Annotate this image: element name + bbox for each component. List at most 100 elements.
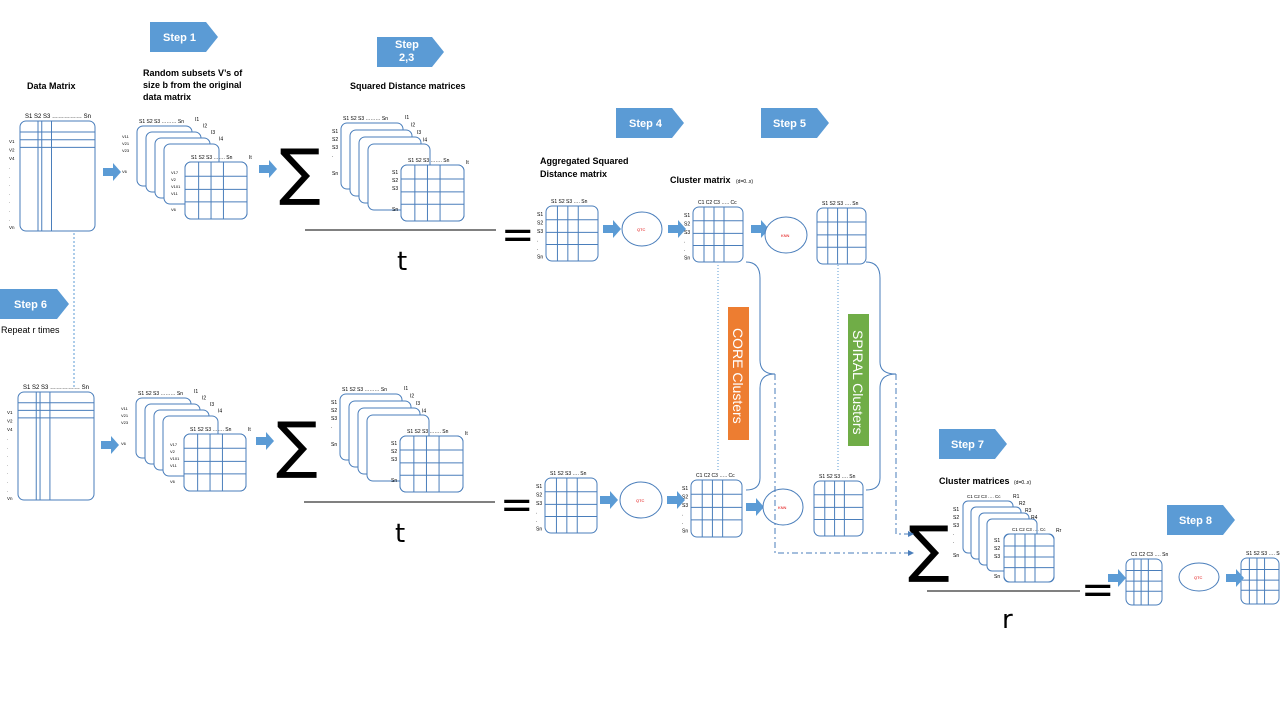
sq-row-label: S2: [331, 408, 337, 414]
subset-front-grid: [183, 433, 247, 492]
cm-front-header: C1 C2 C3 …. Cc: [1012, 527, 1046, 532]
sq-front-grid: [400, 164, 465, 222]
matrix-border: [399, 435, 464, 493]
core-clusters-bar: CORE Clusters: [728, 307, 749, 440]
data-matrix-row-label: V1: [9, 139, 15, 144]
matrix-header: S1 S2 S3 …. Sn: [822, 201, 859, 207]
data-matrix-row-label: .: [7, 487, 8, 492]
subset-row-label: V6: [170, 479, 176, 484]
step-1-label: Step 1: [163, 32, 196, 44]
repeat-label: Repeat r times: [1, 325, 60, 335]
step-5-badge: Step 5: [761, 108, 829, 138]
data-matrix-row-label: .: [9, 216, 10, 221]
data-matrix-row-label: .: [7, 479, 8, 484]
cluster-matrix-subscript: (d=0..x): [736, 179, 753, 185]
cluster-matrix-title: Cluster matrix: [670, 175, 731, 185]
subset-row-label: V11: [121, 406, 129, 411]
data-matrix-row-label: .: [9, 165, 10, 170]
final-cluster-matrix: C1 C2 C3 …. Sn: [1125, 552, 1168, 606]
matrix-row-label: S3: [537, 229, 543, 235]
matrix-row-label: .: [536, 510, 537, 516]
data-matrix-row-label: .: [7, 444, 8, 449]
knn-node-bottom: KNN: [762, 488, 804, 526]
sq-front-header: S1 S2 S3 ……. Sn: [407, 429, 449, 435]
subset-iteration-label: I1: [194, 389, 198, 395]
cm-row-label: S2: [994, 546, 1000, 552]
aggregated-title-line1: Aggregated Squared: [540, 156, 629, 166]
data-matrix-row-label: V4: [7, 427, 13, 432]
sq-row-label: S1: [332, 129, 338, 135]
random-subsets-title-line1: Random subsets V’s of: [143, 68, 243, 78]
subset-iteration-label: I4: [219, 137, 223, 143]
matrix-row-label: .: [684, 247, 685, 253]
r-denominator: r: [1002, 605, 1013, 635]
subset-row-label: V2: [171, 177, 177, 182]
matrix-grid: [545, 205, 599, 262]
matrix-border: [400, 164, 465, 222]
subset-iteration-label: It: [248, 427, 251, 433]
flow-arrow: [256, 432, 274, 450]
matrix-row-label: S2: [537, 221, 543, 227]
subset-row-label: V6: [171, 207, 177, 212]
matrix-row-label: S1: [536, 484, 542, 490]
step-5-label: Step 5: [773, 118, 806, 130]
knn-label-top: KNN: [781, 233, 790, 238]
sq-iteration-label: It: [465, 431, 468, 437]
matrix-header: S1 S2 S3 …. Sn: [550, 471, 587, 477]
step-7-badge: Step 7: [939, 429, 1007, 459]
aggregated-title-line2: Distance matrix: [540, 169, 607, 179]
cluster-matrices-subscript: (d=0..x): [1014, 480, 1031, 486]
knn-label-bottom: KNN: [778, 505, 787, 510]
matrix-row-label: S2: [536, 493, 542, 499]
matrix-row-label: Sn: [537, 255, 543, 261]
matrix-border: [1240, 557, 1280, 605]
matrix-row-label: .: [537, 238, 538, 244]
matrix-row-label: S1: [684, 213, 690, 219]
flow-arrow: [1226, 569, 1244, 587]
matrix-row-label: .: [537, 246, 538, 252]
flow-arrow: [103, 163, 121, 181]
matrix-row-label: .: [536, 518, 537, 524]
step-2-3-label-line2: 2,3: [399, 52, 414, 64]
cm-header: C1 C2 C3 …. Cc: [967, 494, 1001, 499]
cm-row-label: S2: [953, 515, 959, 521]
matrix-border: [816, 207, 867, 265]
subset-row-label: V21: [121, 413, 129, 418]
sq-row-label: Sn: [332, 171, 338, 177]
qtc-node-top: QTC: [621, 211, 663, 247]
matrix-border: [17, 391, 95, 501]
sq-row-label: S1: [391, 441, 397, 447]
data-matrix-row-label: .: [9, 173, 10, 178]
data-matrix-row-label: V2: [9, 148, 15, 153]
matrix-row-label: S2: [682, 495, 688, 501]
step-6-badge: Step 6: [0, 289, 69, 319]
sq-row-label: .: [332, 153, 333, 159]
matrix-grid: [813, 480, 864, 537]
sq-iteration-label: I3: [416, 401, 420, 407]
spiral-matrix-top: S1 S2 S3 …. Sn: [816, 201, 867, 265]
subset-header: S1 S2 S3 ……… Sn: [138, 391, 183, 397]
cm-replicate-label: Rr: [1056, 528, 1062, 534]
data-matrix-row-label: .: [7, 436, 8, 441]
qtc-label-final: QTC: [1194, 575, 1203, 580]
matrix-row-label: S1: [682, 486, 688, 492]
t-top: t: [397, 247, 407, 277]
equals-r: =: [1081, 567, 1115, 613]
matrix-grid: [1125, 558, 1163, 606]
step-4-label: Step 4: [629, 118, 663, 130]
sq-iteration-label: I2: [410, 394, 414, 400]
matrix-header: C1 C2 C3 …. Sn: [1131, 552, 1168, 558]
matrix-row-label: .: [682, 520, 683, 526]
random-subsets-title-line3: data matrix: [143, 92, 191, 102]
matrix-row-label: S1: [537, 212, 543, 218]
matrix-row-label: .: [682, 512, 683, 518]
sq-row-label: S1: [392, 170, 398, 176]
flow-arrow: [1108, 569, 1126, 587]
